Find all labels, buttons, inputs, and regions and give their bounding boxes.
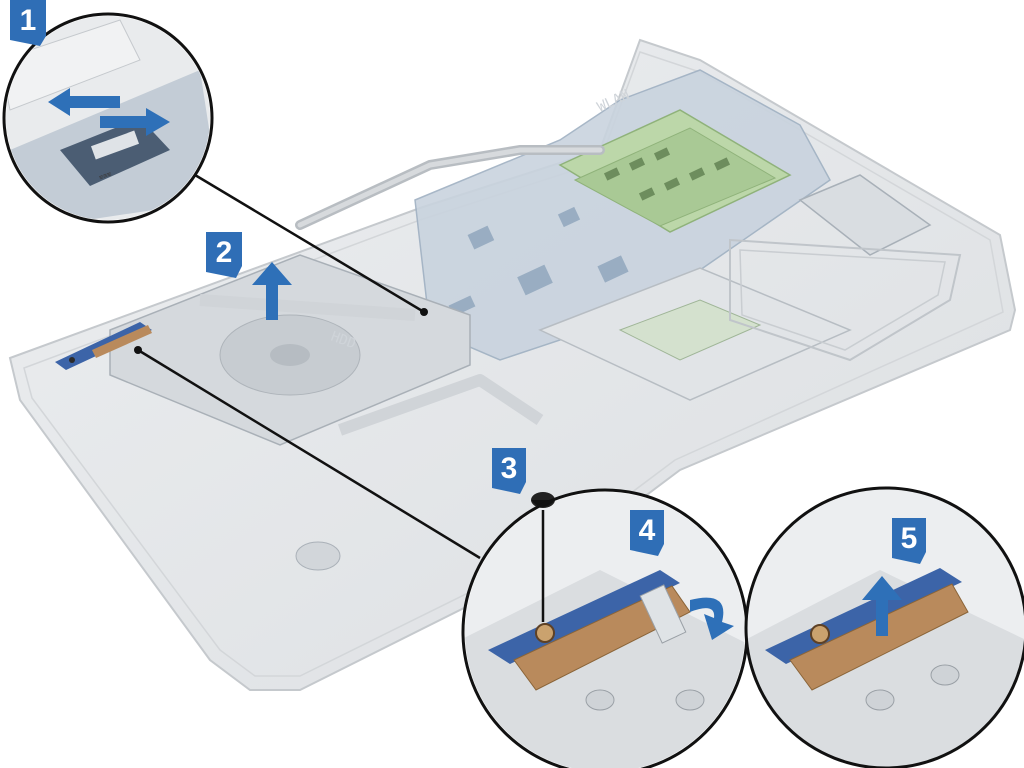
leader-dot-1 — [420, 308, 428, 316]
battery-area — [729, 238, 962, 362]
power-button-board-main — [55, 322, 152, 370]
leader-line-3 — [137, 348, 481, 560]
svg-text:4: 4 — [639, 514, 656, 547]
step-badge-4: 4 — [630, 510, 664, 556]
step-badge-3: 3 — [492, 448, 526, 494]
detail-view-step-3-4 — [461, 488, 749, 768]
svg-text:2: 2 — [216, 236, 233, 269]
touchpad — [538, 267, 852, 401]
svg-text:≡≡≡: ≡≡≡ — [98, 170, 113, 182]
lift-arrow-icon — [252, 262, 292, 320]
step-badge-1: 1 — [10, 0, 46, 46]
svg-text:5: 5 — [901, 522, 918, 555]
lift-arrow-icon-5 — [862, 576, 902, 636]
power-button-board-detail — [488, 570, 680, 664]
push-arrow-icon — [48, 88, 170, 136]
heat-pipe — [295, 145, 605, 230]
svg-text:3: 3 — [501, 452, 518, 485]
rotate-arrow-icon — [690, 597, 734, 640]
coin-cell-battery — [295, 541, 341, 571]
flex-cables — [199, 294, 544, 436]
leader-lines — [137, 170, 481, 560]
detail-view-step-1: ≡≡≡ — [2, 12, 214, 224]
step-badge-2: 2 — [206, 232, 242, 278]
detail-view-step-5 — [744, 486, 1024, 768]
leader-dot-3 — [134, 346, 142, 354]
step-badge-5: 5 — [892, 518, 926, 564]
ram-modules — [558, 109, 792, 233]
svg-text:1: 1 — [20, 4, 37, 37]
storage-card — [798, 174, 932, 256]
leader-line-1 — [189, 170, 425, 314]
